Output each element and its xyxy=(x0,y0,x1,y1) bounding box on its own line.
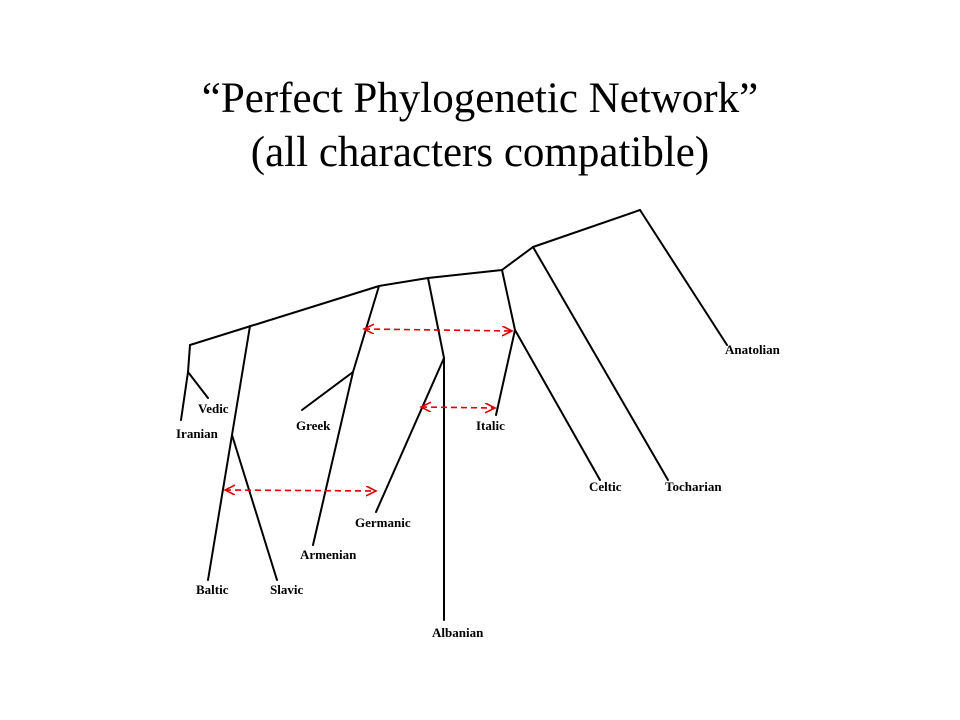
edge-to-slavic xyxy=(231,434,278,581)
leaf-label-germanic: Germanic xyxy=(355,515,411,530)
slide-title-line-1: “Perfect Phylogenetic Network” xyxy=(201,75,759,122)
edge-albanian-germanic-branch xyxy=(427,277,445,359)
leaf-labels: Anatolian Vedic Iranian Greek Italic Cel… xyxy=(176,342,781,640)
edge-core-tocharian xyxy=(532,246,669,481)
edge-to-baltic xyxy=(207,434,233,581)
edge-indo-iranian-branch xyxy=(187,344,191,373)
contact-edges xyxy=(225,329,512,491)
leaf-label-greek: Greek xyxy=(296,418,331,433)
edge-to-greek xyxy=(301,371,354,411)
leaf-label-baltic: Baltic xyxy=(196,582,229,597)
leaf-label-slavic: Slavic xyxy=(270,582,303,597)
edge-to-armenian xyxy=(312,371,354,546)
contact-edge-greek-italic xyxy=(364,329,512,331)
leaf-label-iranian: Iranian xyxy=(176,426,219,441)
edge-to-vedic xyxy=(187,371,209,399)
leaf-label-celtic: Celtic xyxy=(589,479,622,494)
edge-root-core xyxy=(532,209,641,248)
leaf-label-albanian: Albanian xyxy=(432,625,484,640)
leaf-label-armenian: Armenian xyxy=(300,547,357,562)
edge-to-germanic xyxy=(375,357,445,513)
leaf-label-italic: Italic xyxy=(476,418,505,433)
leaf-label-tocharian: Tocharian xyxy=(665,479,722,494)
edge-to-italic xyxy=(495,329,516,416)
edge-spine-albanian-node xyxy=(427,269,503,279)
leaf-label-anatolian: Anatolian xyxy=(725,342,781,357)
contact-edge-baltoslavic-germanic xyxy=(225,490,376,491)
edge-core-rest xyxy=(501,246,534,271)
edge-spine-greek-node xyxy=(378,277,429,287)
contact-edge-germanic-italic xyxy=(421,407,495,408)
slide-title: “Perfect Phylogenetic Network” (all char… xyxy=(0,72,960,180)
edge-to-iranian xyxy=(180,371,189,421)
tree-edges xyxy=(180,209,728,621)
edge-root-anatolian xyxy=(639,209,728,346)
edge-italic-celtic-branch xyxy=(501,269,516,331)
slide-title-line-2: (all characters compatible) xyxy=(250,129,710,176)
leaf-label-vedic: Vedic xyxy=(198,401,229,416)
edge-spine-satem xyxy=(189,285,380,346)
edge-baltic-slavic-branch xyxy=(231,325,251,436)
edge-to-celtic xyxy=(514,329,601,481)
